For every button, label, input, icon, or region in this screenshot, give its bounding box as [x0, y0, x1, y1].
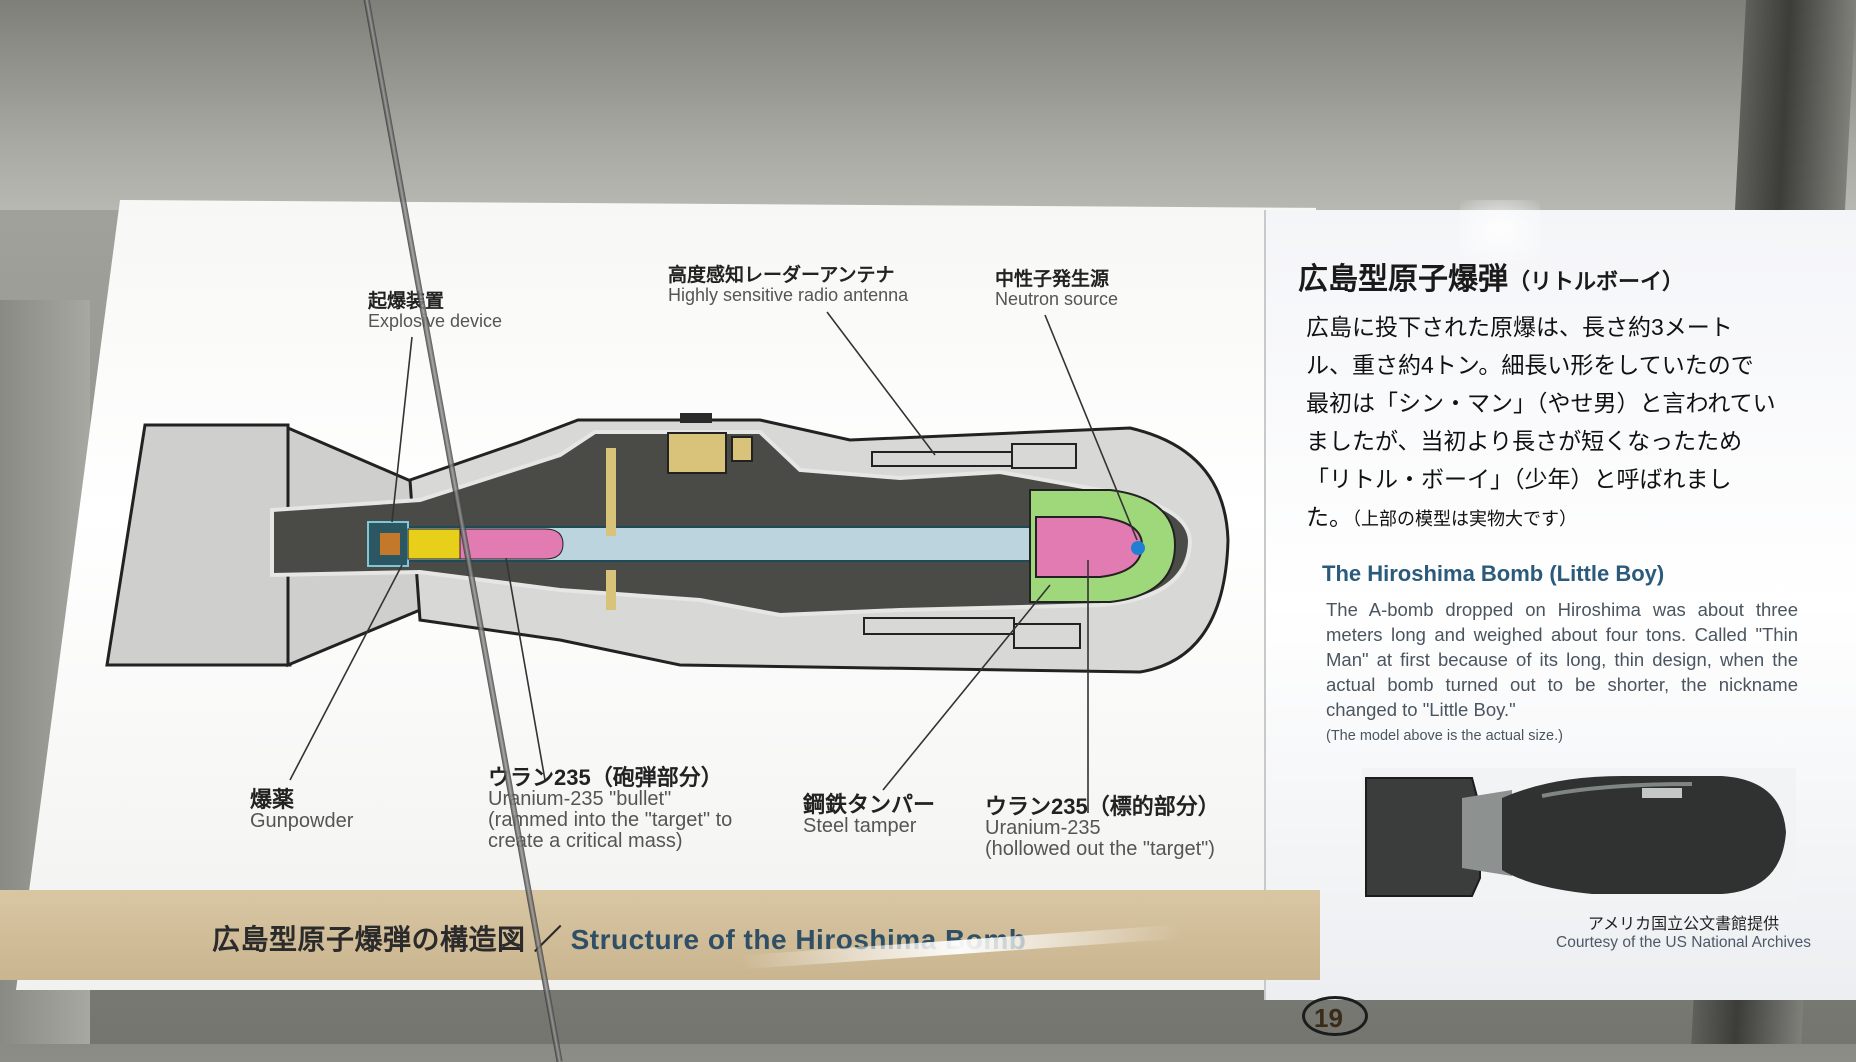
info-note-jp: （上部の模型は実物大です）: [1352, 509, 1577, 529]
label-neutron-source: 中性子発生源 Neutron source: [995, 270, 1118, 309]
label-gunpowder-jp: 爆薬: [250, 787, 295, 812]
control-unit: [667, 432, 727, 474]
label-uranium-bullet-en2: (rammed into the "target" to: [488, 809, 733, 832]
display-case-background: [0, 0, 1856, 210]
label-uranium-bullet: ウラン235（砲弾部分） Uranium-235 "bullet" (ramme…: [488, 766, 732, 852]
bomb-interior: [270, 430, 1193, 618]
info-body-en-text: The A-bomb dropped on Hiroshima was abou…: [1326, 599, 1798, 720]
info-title-main: 広島型原子爆弾: [1298, 263, 1508, 296]
light-reflection-top: [1460, 200, 1540, 260]
info-body-jp-text: 広島に投下された原爆は、長さ約3メートル、重さ約4トン。細長い形をしていたので最…: [1306, 314, 1776, 530]
gunpowder: [407, 528, 461, 560]
little-boy-photo: [1362, 768, 1796, 902]
label-steel-tamper-en: Steel tamper: [803, 815, 917, 838]
label-radar-antenna-jp: 高度感知レーダーアンテナ: [668, 265, 895, 286]
photo-credit-en: Courtesy of the US National Archives: [1556, 934, 1812, 951]
label-explosive-device: 起爆装置 Explosive device: [368, 292, 502, 331]
label-radar-antenna-en: Highly sensitive radio antenna: [668, 284, 909, 305]
info-body-en: The A-bomb dropped on Hiroshima was abou…: [1326, 597, 1798, 749]
radar-antenna-bar: [871, 451, 1023, 467]
info-body-jp: 広島に投下された原爆は、長さ約3メートル、重さ約4トン。細長い形をしていたので最…: [1306, 308, 1776, 538]
label-explosive-device-jp: 起爆装置: [368, 291, 445, 312]
label-gunpowder: 爆薬 Gunpowder: [250, 788, 353, 832]
diagram-caption-jp: 広島型原子爆弾の構造図: [212, 924, 526, 955]
label-uranium-bullet-en3: create a critical mass): [488, 830, 683, 853]
label-neutron-source-en: Neutron source: [995, 288, 1119, 309]
label-uranium-target-en1: Uranium-235: [985, 817, 1101, 840]
label-gunpowder-en: Gunpowder: [250, 810, 354, 833]
neutron-source: [1131, 541, 1145, 555]
label-steel-tamper: 鋼鉄タンパー Steel tamper: [803, 793, 935, 837]
photo-credit-jp: アメリカ国立公文書館提供: [1587, 916, 1780, 933]
label-radar-antenna: 高度感知レーダーアンテナ Highly sensitive radio ante…: [668, 266, 908, 305]
label-explosive-device-en: Explosive device: [368, 310, 503, 331]
label-uranium-target: ウラン235（標的部分） Uranium-235 (hollowed out t…: [985, 795, 1220, 860]
info-note-en: (The model above is the actual size.): [1326, 728, 1563, 744]
exhibit-number: 19: [1314, 1003, 1343, 1033]
uranium-target: [1035, 516, 1144, 578]
label-neutron-source-jp: 中性子発生源: [995, 269, 1110, 290]
label-uranium-target-jp: ウラン235（標的部分）: [985, 794, 1220, 819]
uranium-bullet: [459, 528, 564, 560]
photo-credit: アメリカ国立公文書館提供 Courtesy of the US National…: [1556, 910, 1811, 952]
label-steel-tamper-jp: 鋼鉄タンパー: [803, 792, 936, 817]
info-title-suffix: （リトルボーイ）: [1508, 269, 1685, 294]
label-uranium-target-en2: (hollowed out the "target"): [985, 838, 1215, 861]
label-uranium-bullet-en1: Uranium-235 "bullet": [488, 788, 672, 811]
exhibit-number-ring: [1302, 996, 1368, 1036]
tail-fin: [105, 423, 292, 667]
info-title-jp: 広島型原子爆弾（リトルボーイ）: [1298, 254, 1684, 298]
info-title-en: The Hiroshima Bomb (Little Boy): [1322, 561, 1665, 586]
label-uranium-bullet-jp: ウラン235（砲弾部分）: [488, 765, 723, 790]
